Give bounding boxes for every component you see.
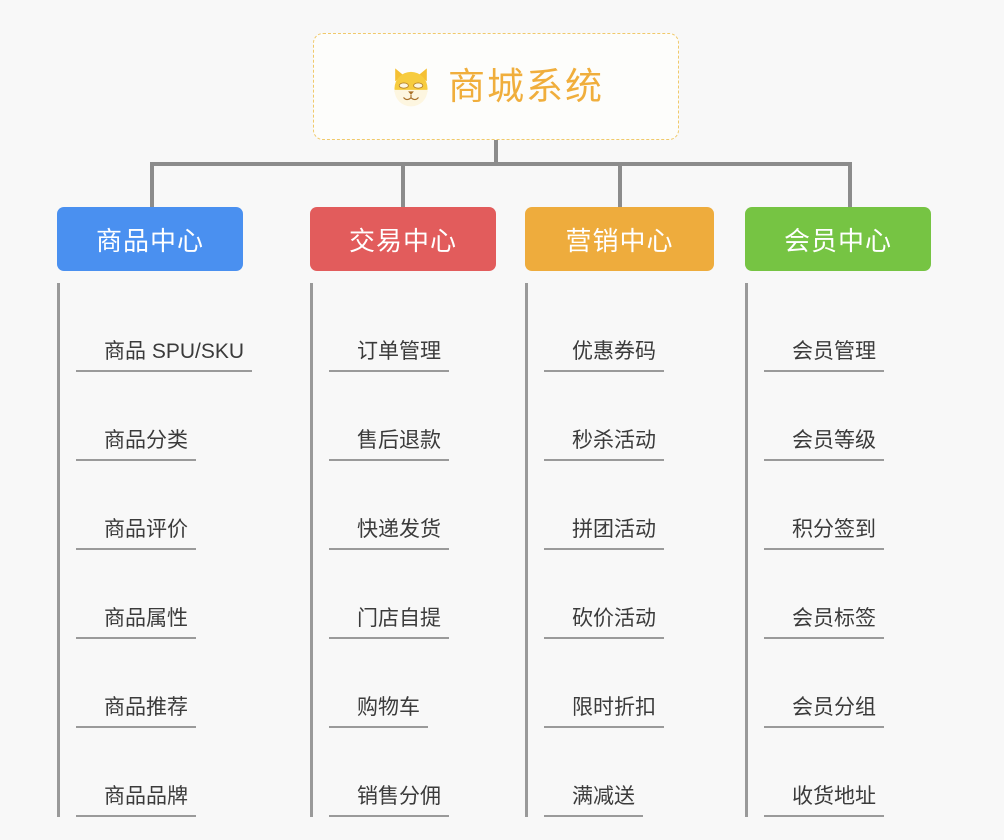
sub-item-label: 商品评价 — [76, 518, 196, 550]
list-item[interactable]: 会员分组 — [764, 639, 950, 728]
sub-item-label: 限时折扣 — [544, 696, 664, 728]
sub-item-label: 会员管理 — [764, 340, 884, 372]
sub-item-list-marketing-center: 优惠券码 秒杀活动 拼团活动 砍价活动 限时折扣 满减送 — [525, 283, 730, 817]
sub-item-label: 售后退款 — [329, 429, 449, 461]
category-box-trade-center[interactable]: 交易中心 — [310, 207, 496, 271]
connector-bus — [150, 162, 852, 166]
list-item[interactable]: 订单管理 — [329, 283, 525, 372]
list-item[interactable]: 商品分类 — [76, 372, 287, 461]
sub-item-label: 购物车 — [329, 696, 428, 728]
root-title: 商城系统 — [448, 66, 604, 107]
category-label: 营销中心 — [565, 225, 674, 256]
connector-drop-marketing-center — [618, 162, 622, 207]
branch-marketing-center: 营销中心 优惠券码 秒杀活动 拼团活动 砍价活动 限时折扣 满减送 — [525, 207, 730, 817]
list-item[interactable]: 砍价活动 — [544, 550, 730, 639]
sub-item-label: 积分签到 — [764, 518, 884, 550]
list-item[interactable]: 售后退款 — [329, 372, 525, 461]
sub-item-label: 砍价活动 — [544, 607, 664, 639]
list-item[interactable]: 门店自提 — [329, 550, 525, 639]
list-item[interactable]: 销售分佣 — [329, 728, 525, 817]
sub-item-list-product-center: 商品 SPU/SKU 商品分类 商品评价 商品属性 商品推荐 商品品牌 — [57, 283, 287, 817]
list-item[interactable]: 快递发货 — [329, 461, 525, 550]
sub-item-label: 商品推荐 — [76, 696, 196, 728]
sub-item-label: 满减送 — [544, 785, 643, 817]
sub-item-label: 优惠券码 — [544, 340, 664, 372]
list-item[interactable]: 会员等级 — [764, 372, 950, 461]
list-item[interactable]: 满减送 — [544, 728, 730, 817]
list-item[interactable]: 购物车 — [329, 639, 525, 728]
connector-drop-product-center — [150, 162, 154, 207]
list-item[interactable]: 积分签到 — [764, 461, 950, 550]
category-label: 会员中心 — [783, 225, 892, 256]
list-item[interactable]: 会员标签 — [764, 550, 950, 639]
list-item[interactable]: 商品品牌 — [76, 728, 287, 817]
list-item[interactable]: 会员管理 — [764, 283, 950, 372]
sub-item-label: 秒杀活动 — [544, 429, 664, 461]
sub-item-label: 商品 SPU/SKU — [76, 340, 253, 372]
sub-item-label: 快递发货 — [329, 518, 449, 550]
category-box-marketing-center[interactable]: 营销中心 — [525, 207, 714, 271]
connector-stem — [494, 140, 498, 166]
list-item[interactable]: 商品推荐 — [76, 639, 287, 728]
list-item[interactable]: 拼团活动 — [544, 461, 730, 550]
sub-item-label: 商品品牌 — [76, 785, 196, 817]
list-item[interactable]: 商品属性 — [76, 550, 287, 639]
list-item[interactable]: 限时折扣 — [544, 639, 730, 728]
root-node[interactable]: 商城系统 — [313, 33, 679, 140]
sub-item-label: 会员标签 — [764, 607, 884, 639]
sub-item-label: 门店自提 — [329, 607, 449, 639]
sub-item-label: 订单管理 — [329, 340, 449, 372]
branch-trade-center: 交易中心 订单管理 售后退款 快递发货 门店自提 购物车 销售分佣 — [310, 207, 525, 817]
branch-member-center: 会员中心 会员管理 会员等级 积分签到 会员标签 会员分组 收货地址 — [745, 207, 950, 817]
category-box-product-center[interactable]: 商品中心 — [57, 207, 243, 271]
sub-item-label: 商品属性 — [76, 607, 196, 639]
branch-product-center: 商品中心 商品 SPU/SKU 商品分类 商品评价 商品属性 商品推荐 商品品牌 — [57, 207, 287, 817]
list-item[interactable]: 优惠券码 — [544, 283, 730, 372]
sub-item-label: 拼团活动 — [544, 518, 664, 550]
category-label: 交易中心 — [348, 225, 457, 256]
connector-drop-member-center — [848, 162, 852, 207]
sub-item-list-trade-center: 订单管理 售后退款 快递发货 门店自提 购物车 销售分佣 — [310, 283, 525, 817]
list-item[interactable]: 收货地址 — [764, 728, 950, 817]
dog-face-icon — [394, 67, 428, 106]
list-item[interactable]: 秒杀活动 — [544, 372, 730, 461]
connector-drop-trade-center — [401, 162, 405, 207]
sub-item-label: 销售分佣 — [329, 785, 449, 817]
sub-item-label: 商品分类 — [76, 429, 196, 461]
sub-item-list-member-center: 会员管理 会员等级 积分签到 会员标签 会员分组 收货地址 — [745, 283, 950, 817]
sub-item-label: 收货地址 — [764, 785, 884, 817]
category-label: 商品中心 — [95, 225, 204, 256]
list-item[interactable]: 商品评价 — [76, 461, 287, 550]
sub-item-label: 会员分组 — [764, 696, 884, 728]
sub-item-label: 会员等级 — [764, 429, 884, 461]
list-item[interactable]: 商品 SPU/SKU — [76, 283, 287, 372]
category-box-member-center[interactable]: 会员中心 — [745, 207, 931, 271]
